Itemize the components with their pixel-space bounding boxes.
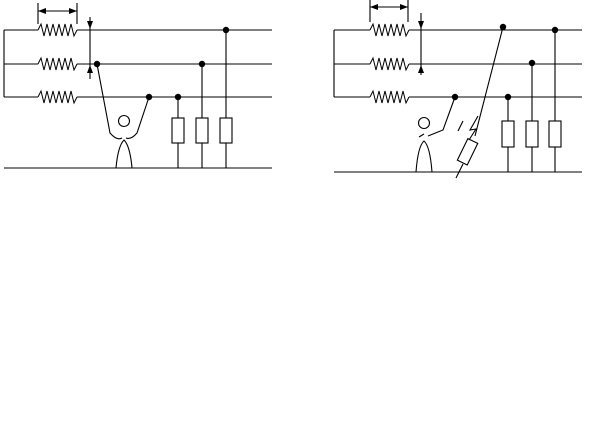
- phase-coil-b: [37, 56, 78, 72]
- phase-coil-b: [369, 56, 410, 72]
- fault-ground-lead: [455, 163, 464, 179]
- person-body: [115, 139, 133, 169]
- source-leads: [4, 29, 38, 98]
- fault-spark-icon: [468, 115, 479, 141]
- ground-fault-path: [455, 26, 504, 179]
- source-leads: [334, 29, 370, 98]
- dimension-line: [369, 0, 409, 22]
- person-body: [415, 140, 433, 173]
- footer-mark: _: [34, 411, 43, 424]
- load-resistor-3: [219, 30, 233, 168]
- fault-spark-stroke: [457, 120, 464, 132]
- fault-conductor: [474, 26, 504, 137]
- dimension-arrowheads: [370, 4, 408, 10]
- person-head: [417, 116, 431, 130]
- diagram-right: [333, 0, 582, 179]
- load-resistor-3: [548, 30, 562, 172]
- dimension-arrowheads: [38, 8, 77, 14]
- fault-resistor: [456, 137, 479, 166]
- person-figure: [96, 63, 150, 169]
- load-resistor-1: [171, 97, 185, 168]
- phase-coil-c: [369, 89, 410, 105]
- phase-coil-c: [37, 89, 78, 105]
- phase-coil-a: [369, 22, 410, 38]
- dimension-line: [37, 3, 78, 24]
- load-resistor-2: [195, 64, 209, 168]
- load-resistor-1: [501, 97, 515, 172]
- person-left-arm: [418, 133, 425, 138]
- person-figure: [415, 96, 456, 173]
- person-head: [117, 114, 131, 128]
- person-right-arm: [427, 96, 456, 137]
- diagram-left: [3, 3, 272, 169]
- load-resistor-2: [525, 63, 539, 172]
- phase-coil-a: [37, 22, 78, 38]
- person-right-arm: [125, 96, 150, 139]
- person-left-arm: [96, 63, 123, 140]
